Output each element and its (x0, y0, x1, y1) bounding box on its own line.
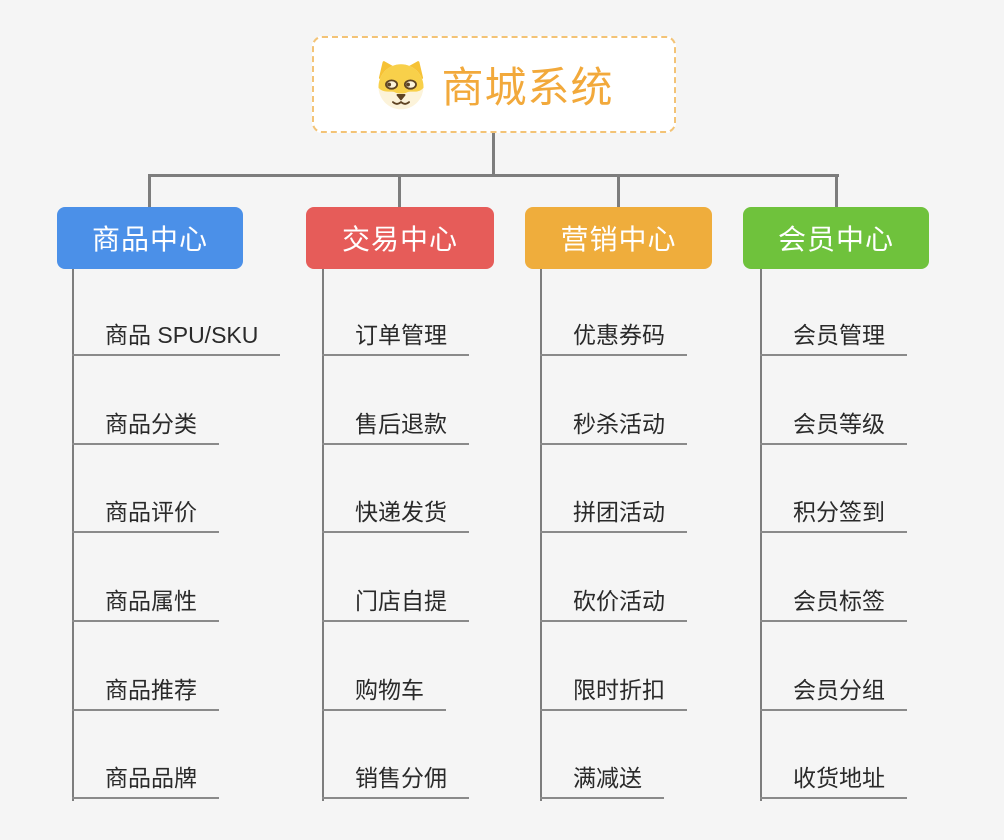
leaf-node[interactable]: 门店自提 (322, 582, 469, 622)
leaf-node[interactable]: 商品分类 (72, 405, 219, 445)
leaf-node[interactable]: 购物车 (322, 671, 446, 711)
trunk-trade (322, 269, 324, 801)
connector-bus (148, 174, 839, 177)
branch-member-center[interactable]: 会员中心 (743, 207, 929, 269)
branch-product-center[interactable]: 商品中心 (57, 207, 243, 269)
leaf-node[interactable]: 收货地址 (760, 759, 907, 799)
connector-root-stem (492, 133, 495, 175)
trunk-product (72, 269, 74, 801)
leaf-node[interactable]: 销售分佣 (322, 759, 469, 799)
trunk-marketing (540, 269, 542, 801)
leaf-node[interactable]: 商品属性 (72, 582, 219, 622)
branch-trade-center[interactable]: 交易中心 (306, 207, 494, 269)
leaf-node[interactable]: 满减送 (540, 759, 664, 799)
leaf-node[interactable]: 秒杀活动 (540, 405, 687, 445)
connector-drop-product (148, 176, 151, 208)
leaf-node[interactable]: 商品评价 (72, 493, 219, 533)
leaf-node[interactable]: 会员标签 (760, 582, 907, 622)
leaf-node[interactable]: 限时折扣 (540, 671, 687, 711)
leaf-node[interactable]: 商品品牌 (72, 759, 219, 799)
connector-drop-marketing (617, 176, 620, 208)
root-node[interactable]: 商城系统 (312, 36, 676, 133)
leaf-node[interactable]: 快递发货 (322, 493, 469, 533)
trunk-member (760, 269, 762, 801)
leaf-node[interactable]: 积分签到 (760, 493, 907, 533)
leaf-node[interactable]: 会员等级 (760, 405, 907, 445)
leaf-node[interactable]: 商品推荐 (72, 671, 219, 711)
leaf-node[interactable]: 售后退款 (322, 405, 469, 445)
root-title: 商城系统 (441, 64, 614, 111)
leaf-node[interactable]: 会员分组 (760, 671, 907, 711)
connector-drop-trade (398, 176, 401, 208)
connector-drop-member (835, 176, 838, 208)
leaf-node[interactable]: 会员管理 (760, 316, 907, 356)
dog-face-icon (378, 60, 424, 109)
leaf-node[interactable]: 砍价活动 (540, 582, 687, 622)
branch-marketing-center[interactable]: 营销中心 (525, 207, 712, 269)
leaf-node[interactable]: 优惠券码 (540, 316, 687, 356)
leaf-node[interactable]: 商品 SPU/SKU (72, 316, 281, 356)
leaf-node[interactable]: 订单管理 (322, 316, 469, 356)
leaf-node[interactable]: 拼团活动 (540, 493, 687, 533)
